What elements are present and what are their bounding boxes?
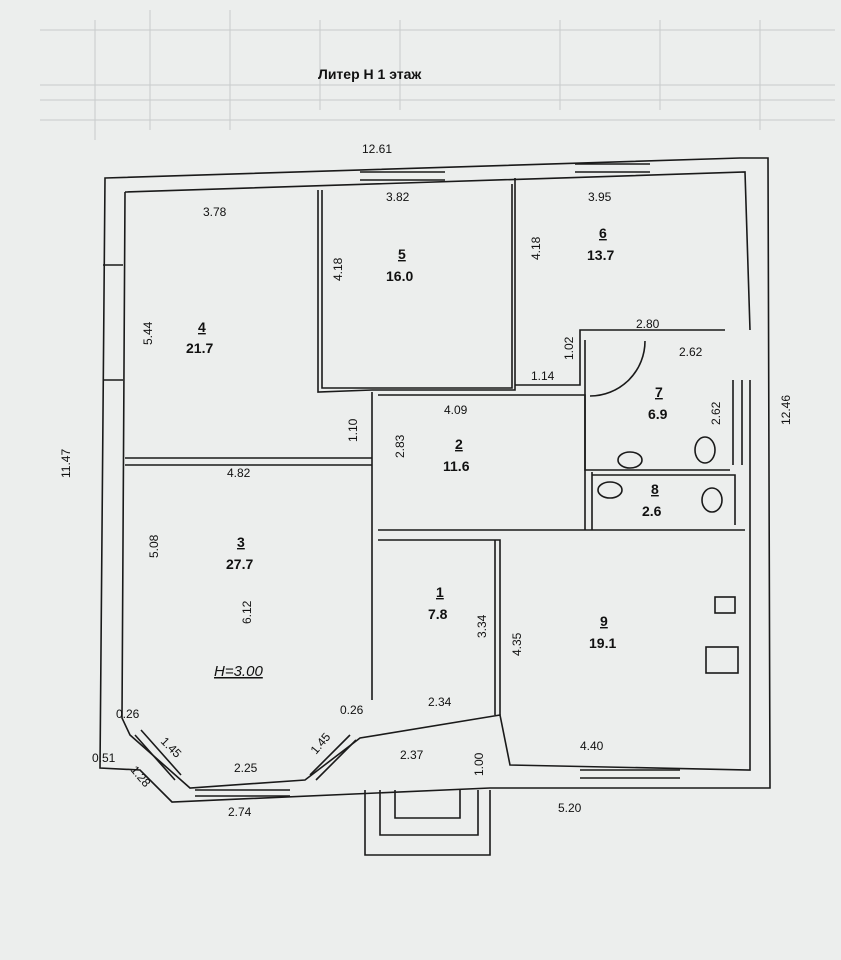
exterior-walls [99, 157, 771, 803]
porch [364, 790, 491, 856]
dimension-label: 2.62 [679, 345, 703, 359]
dimension-label: 12.46 [779, 395, 793, 425]
room-number: 1 [436, 584, 444, 600]
room-area: 7.8 [428, 606, 448, 622]
room-area: 27.7 [226, 556, 253, 572]
dimension-label: 3.78 [203, 205, 227, 219]
dimension-label: 4.09 [444, 403, 468, 417]
room-area: 11.6 [443, 458, 470, 474]
fixtures [589, 340, 739, 674]
plan-title: Литер Н 1 этаж [318, 66, 422, 82]
dimension-label: 5.44 [141, 321, 155, 345]
room-number: 3 [237, 534, 245, 550]
dimension-label: 0.26 [340, 703, 364, 717]
dimension-label: 2.37 [400, 748, 424, 762]
dimension-label: 2.34 [428, 695, 452, 709]
room-area: 2.6 [642, 503, 662, 519]
room-number: 6 [599, 225, 607, 241]
dimension-label: 4.18 [331, 257, 345, 281]
dimension-label: 3.34 [475, 614, 489, 638]
dimension-label: 4.82 [227, 466, 251, 480]
room-area: 16.0 [386, 268, 413, 284]
sink-icon [597, 481, 623, 499]
dimension-labels: 12.61 11.47 12.46 5.20 3.78 5.44 3.82 4.… [59, 142, 793, 819]
room-number: 7 [655, 384, 663, 400]
sink-icon [617, 451, 643, 469]
dimension-label: 1.28 [128, 763, 154, 790]
dimension-label: 1.45 [158, 734, 185, 761]
ceiling-height-note: H=3.00 [214, 663, 263, 680]
dimension-label: 2.80 [636, 317, 660, 331]
dimension-label: 1.02 [562, 336, 576, 360]
room-number: 8 [651, 481, 659, 497]
sink-icon [714, 596, 736, 614]
dimension-label: 1.45 [308, 730, 334, 757]
room-number: 2 [455, 436, 463, 452]
room-labels: 1 7.8 2 11.6 3 27.7 4 21.7 5 16.0 6 13.7… [186, 225, 668, 680]
dimension-label: 6.12 [240, 600, 254, 624]
toilet-icon [694, 436, 716, 464]
dimension-label: 4.35 [510, 632, 524, 656]
room-area: 6.9 [648, 406, 668, 422]
dimension-label: 5.08 [147, 534, 161, 558]
dimension-label: 3.82 [386, 190, 410, 204]
dimension-label: 2.83 [393, 434, 407, 458]
door-swing-icon [589, 340, 646, 397]
dimension-label: 1.00 [472, 752, 486, 776]
dimension-label: 2.74 [228, 805, 252, 819]
dimension-label: 2.25 [234, 761, 258, 775]
room-number: 4 [198, 319, 206, 335]
stove-icon [705, 646, 739, 674]
background-form-grid [40, 10, 835, 140]
room-area: 13.7 [587, 247, 614, 263]
interior-walls [125, 178, 745, 715]
toilet-icon [701, 487, 723, 513]
windows [103, 163, 743, 797]
room-area: 21.7 [186, 340, 213, 356]
dimension-label: 4.40 [580, 739, 604, 753]
room-number: 9 [600, 613, 608, 629]
room-area: 19.1 [589, 635, 616, 651]
dimension-label: 1.14 [531, 369, 555, 383]
dimension-label: 1.10 [346, 418, 360, 442]
dimension-label: 0.51 [92, 751, 116, 765]
dimension-label: 5.20 [558, 801, 582, 815]
dimension-label: 2.62 [709, 401, 723, 425]
dimension-label: 12.61 [362, 142, 392, 156]
dimension-label: 4.18 [529, 236, 543, 260]
dimension-label: 11.47 [59, 449, 73, 478]
room-number: 5 [398, 246, 406, 262]
dimension-label: 0.26 [116, 707, 140, 721]
dimension-label: 3.95 [588, 190, 612, 204]
